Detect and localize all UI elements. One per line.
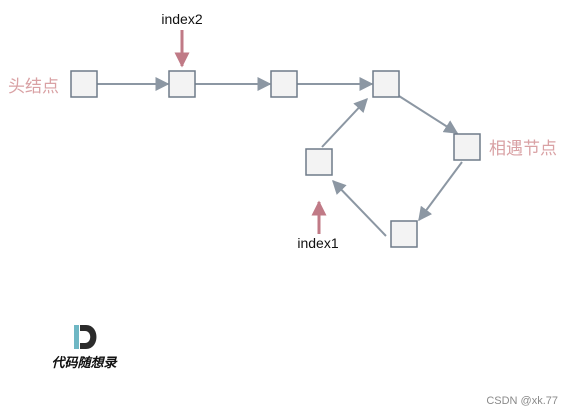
logo-accent-bar xyxy=(74,325,79,349)
index2-label: index2 xyxy=(161,11,202,27)
edge-node4-meeting-node xyxy=(398,95,459,134)
brand-logo: 代码随想录 xyxy=(51,325,118,371)
csdn-watermark: CSDN @xk.77 xyxy=(486,395,558,407)
node-4 xyxy=(372,70,400,98)
node-meeting xyxy=(453,133,481,161)
edge-meeting-node-node6 xyxy=(418,161,463,222)
node-3 xyxy=(270,70,298,98)
edge-node6-node7 xyxy=(332,179,387,237)
node-6 xyxy=(390,220,418,248)
node-7 xyxy=(305,148,333,176)
node-head xyxy=(70,70,98,98)
meeting-node-label: 相遇节点 xyxy=(489,139,557,159)
brand-name: 代码随想录 xyxy=(51,355,118,371)
edge-node7-node4 xyxy=(321,97,368,148)
logo-d-shape xyxy=(80,325,97,349)
node-2 xyxy=(168,70,196,98)
index1-label: index1 xyxy=(297,235,338,251)
head-node-label: 头结点 xyxy=(8,77,59,97)
